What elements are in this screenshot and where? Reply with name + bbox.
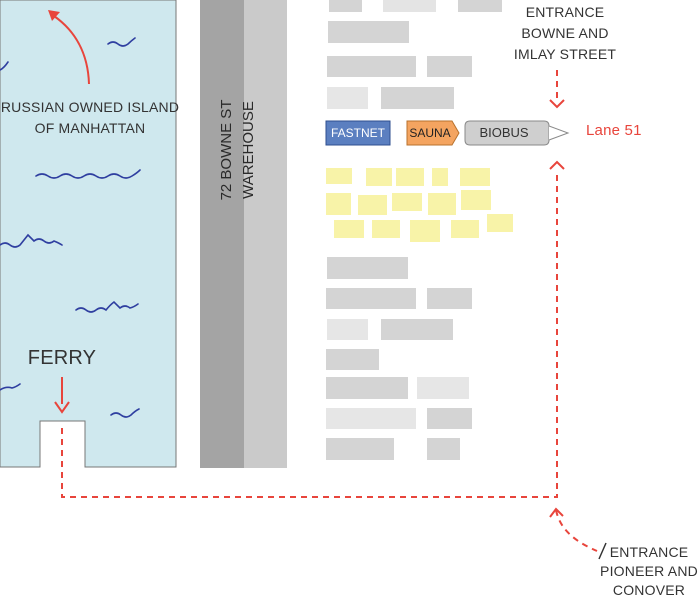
island-label: RUSSIAN OWNED ISLAND OF MANHATTAN [0, 99, 180, 136]
entrance-bowne-line1: ENTRANCE [525, 4, 605, 20]
water-area [0, 0, 177, 468]
warehouse-label-line2: WAREHOUSE [240, 101, 257, 199]
fastnet-vehicle [325, 120, 391, 146]
biobus-vehicle [464, 120, 550, 146]
entrance-pioneer-line1: ENTRANCE [609, 544, 689, 560]
warehouse-label-line1: 72 BOWNE ST [218, 99, 235, 201]
parked-vehicles-yellow [326, 168, 513, 242]
route-lines [61, 70, 598, 552]
biobus-label: BIOBUS [479, 125, 529, 140]
entrance-pioneer-label: ENTRANCE PIONEER AND CONOVER [597, 543, 700, 600]
entrance-bowne-line3: IMLAY STREET [513, 46, 617, 62]
entrance-bowne-line2: BOWNE AND [521, 25, 609, 41]
warehouse-dark [200, 0, 244, 468]
entrance-pioneer-line3: CONOVER [612, 582, 686, 598]
entrance-bowne-label: ENTRANCE BOWNE AND IMLAY STREET [500, 2, 630, 65]
sauna-vehicle [406, 120, 460, 146]
fastnet-label: FASTNET [330, 126, 385, 140]
biobus-nose [548, 125, 570, 141]
warehouse-label: 72 BOWNE ST WAREHOUSE [210, 90, 266, 210]
sauna-label: SAUNA [409, 126, 451, 140]
ferry-label: FERRY [27, 347, 97, 369]
entrance-pioneer-line2: PIONEER AND [600, 563, 698, 579]
parked-vehicles-gray [326, 0, 502, 460]
island-arrow [48, 10, 90, 85]
ferry-arrow [54, 377, 70, 414]
warehouse-light [244, 0, 287, 468]
water-waves [0, 37, 141, 418]
entrance-tick [598, 542, 607, 560]
route-arrowheads [549, 99, 565, 518]
lane-label: Lane 51 [586, 122, 642, 139]
